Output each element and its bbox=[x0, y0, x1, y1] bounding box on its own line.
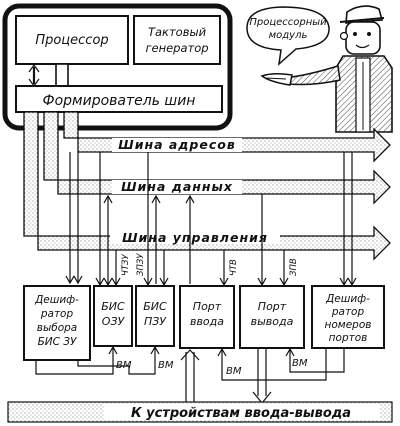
port-decoder-block bbox=[311, 285, 385, 349]
data-bus: Шина данных bbox=[43, 111, 391, 205]
address-bus-label: Шина адресов bbox=[118, 137, 236, 152]
clock-generator-label-line1: Тактовый bbox=[148, 25, 207, 39]
address-bus: Шина адресов bbox=[63, 111, 391, 163]
signal-ram-read: ЧТЗУ bbox=[121, 254, 131, 276]
ram-label-2: ОЗУ bbox=[102, 315, 126, 328]
input-port-block bbox=[179, 285, 235, 349]
callout-text-line1: Процессорный bbox=[249, 17, 327, 28]
chip-select-lines bbox=[35, 345, 345, 381]
rom-label-2: ПЗУ bbox=[144, 315, 167, 328]
bus-former-block bbox=[15, 85, 223, 113]
signal-port-write: ЗПВ bbox=[289, 258, 299, 276]
rom-block bbox=[135, 285, 175, 347]
output-port-block bbox=[239, 285, 305, 349]
input-port-label-2: ввода bbox=[190, 315, 224, 328]
ram-decoder-label-4: БИС ЗУ bbox=[38, 336, 77, 348]
processor-module-callout: Процессорный модуль bbox=[246, 6, 330, 66]
input-port-label-1: Порт bbox=[193, 300, 222, 313]
port-decoder-label-1: Дешиф- bbox=[325, 293, 370, 305]
processor-bus-former-link bbox=[55, 63, 69, 87]
rom-label-1: БИС bbox=[143, 300, 167, 313]
control-bus: Шина управления bbox=[23, 111, 391, 261]
port-decoder-label-4: портов bbox=[329, 332, 368, 344]
data-bus-label: Шина данных bbox=[121, 179, 233, 194]
select-label-ram: ВМ bbox=[116, 360, 132, 371]
ram-decoder-label-3: выборa bbox=[37, 322, 77, 334]
processor-block bbox=[15, 15, 129, 65]
cartoon-character bbox=[260, 5, 393, 133]
signal-ram-write: ЗПЗУ bbox=[136, 253, 146, 276]
output-port-label-2: вывода bbox=[251, 315, 294, 328]
output-port-label-1: Порт bbox=[258, 300, 287, 313]
control-bus-label: Шина управления bbox=[122, 230, 268, 245]
select-label-output: ВМ bbox=[292, 358, 308, 369]
select-label-input: ВМ bbox=[226, 366, 242, 377]
processor-label: Процессор bbox=[35, 33, 108, 48]
select-label-rom: ВМ bbox=[158, 360, 174, 371]
clock-generator-label-line2: генератор bbox=[145, 41, 208, 55]
ram-decoder-block bbox=[23, 285, 91, 361]
port-decoder-label-2: ратор bbox=[331, 306, 365, 318]
ram-label-1: БИС bbox=[101, 300, 125, 313]
io-bar: К устройствам ввода-вывода bbox=[7, 401, 393, 423]
bus-taps bbox=[65, 152, 357, 287]
callout-text-line2: модуль bbox=[269, 30, 308, 41]
clock-generator-block bbox=[133, 15, 221, 65]
signal-port-read: ЧТВ bbox=[229, 259, 239, 276]
port-decoder-label-3: номеров bbox=[325, 319, 372, 331]
ram-decoder-label-2: ратор bbox=[40, 308, 74, 320]
io-bar-label: К устройствам ввода-вывода bbox=[131, 406, 351, 421]
bus-former-label: Формирователь шин bbox=[43, 93, 196, 109]
ram-decoder-label-1: Дешиф- bbox=[34, 294, 79, 306]
